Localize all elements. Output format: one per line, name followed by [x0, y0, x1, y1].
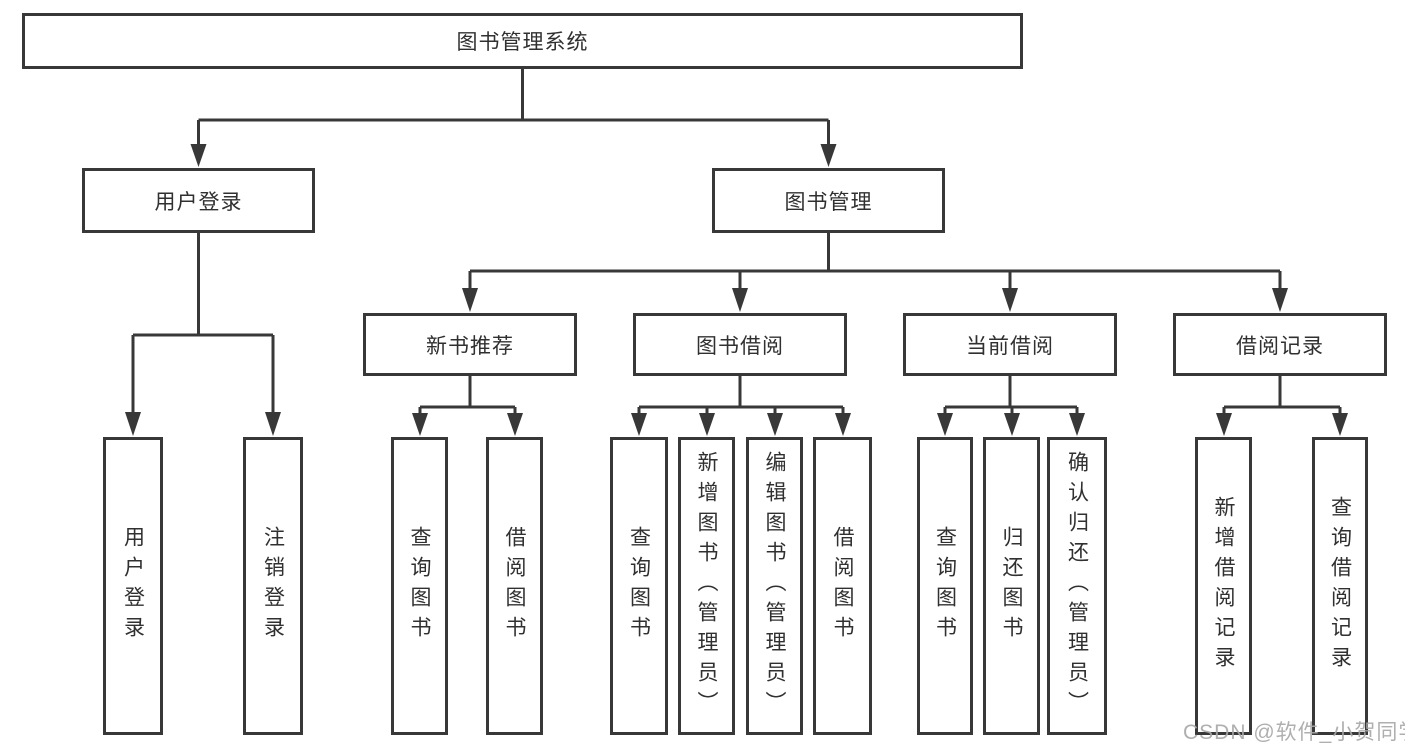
connector-borrow-records-to-leaves — [1216, 376, 1348, 436]
connector-book-borrow-to-leaves — [631, 376, 851, 436]
node-book-borrowing: 图书借阅 — [633, 313, 847, 376]
connector-current-borrow-to-leaves — [937, 376, 1085, 436]
leaf-query-books-current: 查询图书 — [917, 437, 973, 735]
leaf-logout: 注销登录 — [243, 437, 303, 735]
leaf-query-borrow-record: 查询借阅记录 — [1312, 437, 1368, 735]
node-book-management: 图书管理 — [712, 168, 945, 233]
leaf-user-login: 用户登录 — [103, 437, 163, 735]
connector-book-mgmt-to-level3 — [462, 233, 1288, 312]
connector-new-book-rec-to-leaves — [412, 376, 523, 436]
leaf-add-borrow-record: 新增借阅记录 — [1195, 437, 1252, 735]
node-root-system: 图书管理系统 — [22, 13, 1023, 69]
node-borrowing-records: 借阅记录 — [1173, 313, 1387, 376]
leaf-confirm-return-admin: 确认归还（管理员） — [1047, 437, 1107, 735]
connector-root-to-level2 — [190, 69, 837, 167]
leaf-edit-books-admin: 编辑图书（管理员） — [746, 437, 803, 735]
leaf-add-books-admin: 新增图书（管理员） — [678, 437, 735, 735]
leaf-return-books: 归还图书 — [983, 437, 1040, 735]
leaf-query-books-borrowing: 查询图书 — [610, 437, 668, 735]
connector-user-login-to-leaves — [125, 233, 281, 436]
leaf-query-books-recommend: 查询图书 — [391, 437, 448, 735]
leaf-borrow-books-recommend: 借阅图书 — [486, 437, 543, 735]
csdn-watermark: CSDN @软件_小贺同学 — [1183, 721, 1405, 744]
node-current-borrowing: 当前借阅 — [903, 313, 1117, 376]
node-user-login: 用户登录 — [82, 168, 315, 233]
node-new-book-recommend: 新书推荐 — [363, 313, 577, 376]
leaf-borrow-books-borrowing: 借阅图书 — [813, 437, 872, 735]
